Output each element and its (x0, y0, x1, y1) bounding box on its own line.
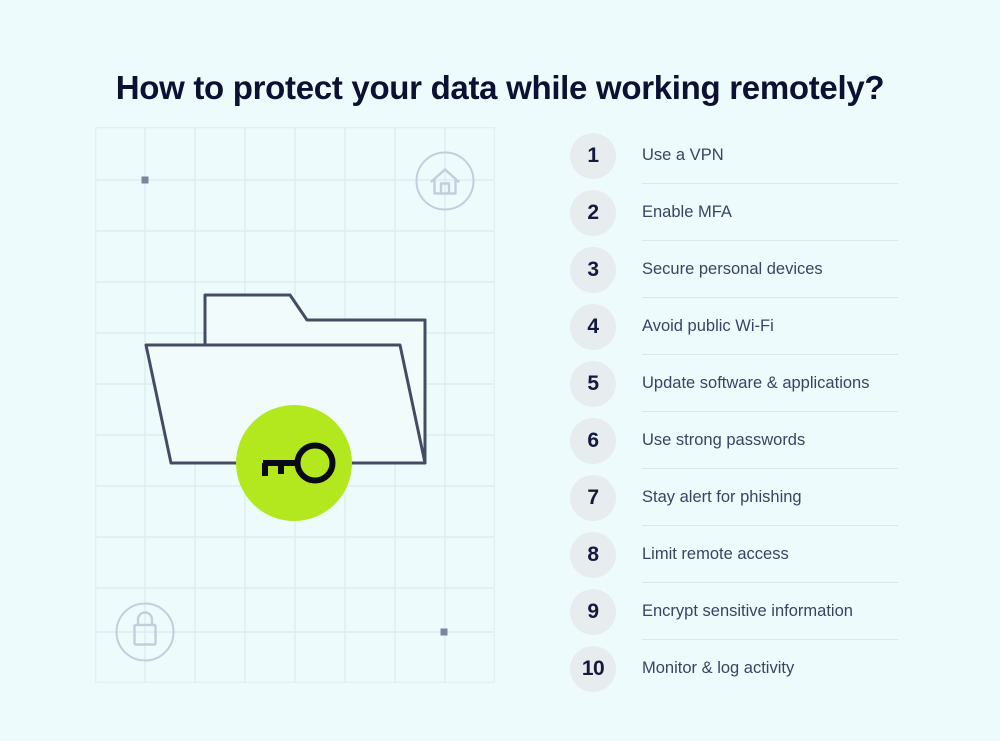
grid-marker-top-left (141, 176, 149, 184)
item-divider (642, 297, 898, 298)
lock-icon-badge (115, 602, 175, 662)
item-number-badge: 8 (570, 531, 616, 578)
item-number-badge: 1 (570, 132, 616, 179)
item-label: Update software & applications (642, 374, 870, 392)
item-number-badge: 9 (570, 588, 616, 635)
item-number-badge: 5 (570, 360, 616, 407)
illustration-panel (95, 127, 495, 683)
item-divider (642, 639, 898, 640)
checklist: 1 Use a VPN 2 Enable MFA 3 Secure person… (570, 127, 900, 697)
item-label: Limit remote access (642, 545, 789, 563)
list-item[interactable]: 6 Use strong passwords (570, 412, 900, 469)
lock-icon (133, 611, 157, 646)
item-number-badge: 7 (570, 474, 616, 521)
item-label: Monitor & log activity (642, 659, 795, 677)
key-icon (262, 442, 336, 484)
item-divider (642, 582, 898, 583)
item-label: Use strong passwords (642, 431, 806, 449)
list-item[interactable]: 5 Update software & applications (570, 355, 900, 412)
item-divider (642, 354, 898, 355)
grid-marker-bottom-right (440, 628, 448, 636)
list-item[interactable]: 9 Encrypt sensitive information (570, 583, 900, 640)
list-item[interactable]: 8 Limit remote access (570, 526, 900, 583)
item-number-badge: 10 (570, 645, 616, 692)
list-item[interactable]: 1 Use a VPN (570, 127, 900, 184)
list-item[interactable]: 4 Avoid public Wi-Fi (570, 298, 900, 355)
item-label: Enable MFA (642, 203, 732, 221)
item-divider (642, 411, 898, 412)
item-divider (642, 468, 898, 469)
list-item[interactable]: 2 Enable MFA (570, 184, 900, 241)
item-label: Secure personal devices (642, 260, 823, 278)
page-title: How to protect your data while working r… (115, 69, 885, 107)
item-number-badge: 6 (570, 417, 616, 464)
item-label: Use a VPN (642, 146, 724, 164)
item-label: Encrypt sensitive information (642, 602, 853, 620)
key-badge (236, 405, 352, 521)
item-number-badge: 4 (570, 303, 616, 350)
item-divider (642, 240, 898, 241)
list-item[interactable]: 7 Stay alert for phishing (570, 469, 900, 526)
item-label: Avoid public Wi-Fi (642, 317, 774, 335)
list-item[interactable]: 3 Secure personal devices (570, 241, 900, 298)
item-number-badge: 3 (570, 246, 616, 293)
item-number-badge: 2 (570, 189, 616, 236)
item-divider (642, 525, 898, 526)
grid-border (95, 127, 495, 683)
list-item[interactable]: 10 Monitor & log activity (570, 640, 900, 697)
folder-front-flap (144, 343, 427, 465)
home-icon-badge (415, 151, 475, 211)
item-divider (642, 183, 898, 184)
home-icon (430, 168, 460, 195)
item-label: Stay alert for phishing (642, 488, 802, 506)
